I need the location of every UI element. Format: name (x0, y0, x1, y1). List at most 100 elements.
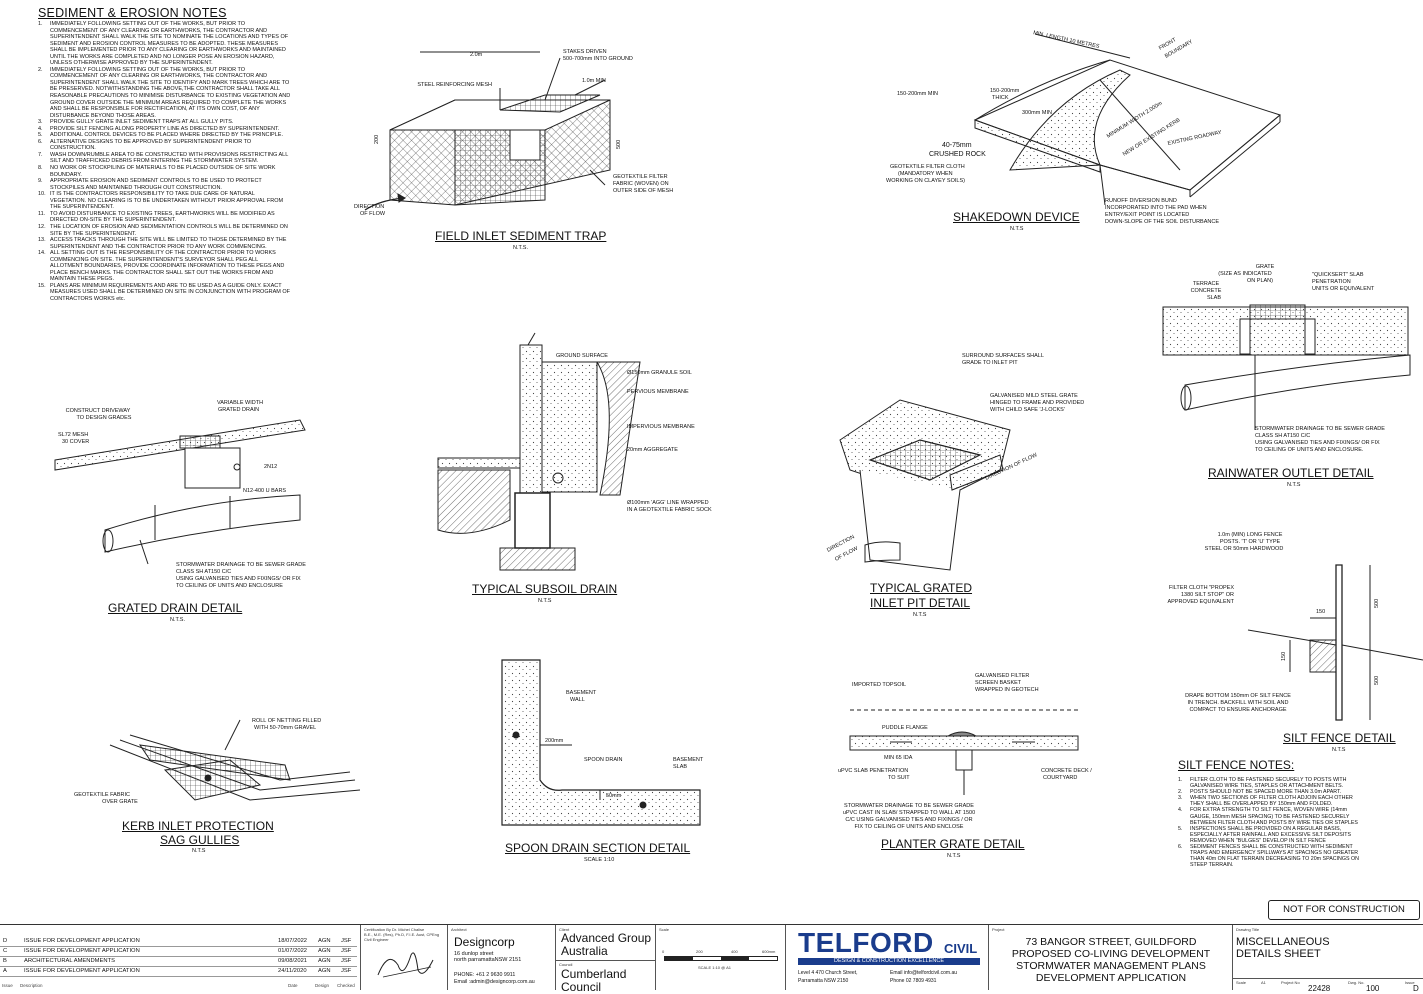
silt-fence-labels: 1.0m (MIN) LONG FENCE POSTS. 'T' OR 'U' … (1167, 532, 1380, 713)
sediment-note-text: PLANS ARE MINIMUM REQUIREMENTS AND ARE T… (50, 282, 282, 289)
gd-n12: 2N12 (264, 464, 277, 470)
pg-cd2: COURTYARD (1043, 775, 1077, 781)
sediment-note-line: SUPERINTENDENT SHALL WALK THE SITE TO NO… (38, 34, 328, 41)
pg-sw1: STORMWATER DRAINAGE TO BE SEWER GRADE (844, 803, 974, 809)
scale-cell: Scale 0 200 400 600mm SCALE 1:10 @ A1 (655, 925, 785, 990)
spoon-labels: BASEMENT WALL 200mm SPOON DRAIN BASEMENT… (545, 690, 704, 799)
sediment-note-line: SILT AND TRAFFICKED DEBRIS FROM ENTERING… (38, 158, 328, 165)
sd-bund3: ENTRY/EXIT POINT IS LOCATED (1105, 212, 1189, 218)
kerb-inlet-scale: N.T.S (192, 848, 206, 854)
sediment-note-line: CONTRACTORS WORKS etc. (38, 296, 328, 303)
subsoil-title: TYPICAL SUBSOIL DRAIN (472, 582, 618, 596)
shakedown-labels: MIN. LENGTH 10 METRES FRONT BOUNDARY 150… (886, 30, 1223, 225)
silt-note-number: 2. (1178, 789, 1183, 796)
rw-terr3: SLAB (1207, 295, 1221, 301)
sediment-note-text: PROVIDE GULLY GRATE INLET SEDIMENT TRAPS… (50, 119, 234, 126)
sd-bund1: RUNOFF DIVERSION BUND (1105, 198, 1177, 204)
silt-note-text: GAUGE, 150mm MESH SPACING) TO BE FASTENE… (1190, 813, 1350, 820)
fi-h500: 500 (616, 140, 622, 149)
sediment-note-text: UNLESS OTHERWISE APPROVED BY THE SUPERIN… (50, 60, 213, 67)
revision-desc: ISSUE FOR DEVELOPMENT APPLICATION (24, 938, 140, 944)
sediment-note-line: 10.IT IS THE CONTRACTORS RESPONSIBILITY … (38, 191, 328, 198)
sediment-note-number: 1. (38, 21, 43, 27)
sediment-note-number: 9. (38, 178, 43, 185)
sp-bw2: WALL (570, 697, 585, 703)
ss-impervious: IMPERVIOUS MEMBRANE (627, 424, 695, 430)
sediment-note-line: UNLESS OTHERWISE APPROVED BY THE SUPERIN… (38, 60, 328, 67)
sediment-note-line: 7.WASH DOWN/RUMBLE AREA TO BE CONSTRUCTE… (38, 152, 328, 159)
sp-bw1: BASEMENT (566, 690, 597, 696)
silt-note-text: FOR EXTRA STRENGTH TO SILT FENCE, WOVEN … (1190, 807, 1348, 814)
foot-project-no-label: Project No (1281, 980, 1300, 985)
kerb-inlet-labels: ROLL OF NETTING FILLED WITH 50-70mm GRAV… (74, 718, 321, 805)
sd-min150: 150-200mm MIN (897, 91, 938, 97)
sediment-note-text: SEDIMENT AND EROSION CONTROL MEASURES TO… (50, 40, 278, 47)
sediment-note-line: 2.IMMEDIATELY FOLLOWING SETTING OUT OF T… (38, 67, 328, 74)
rw-qs1: "QUICKSERT" SLAB (1312, 272, 1364, 278)
kerb-inlet-title-2: SAG GULLIES (160, 833, 240, 847)
ss-agg1: Ø100mm 'AGG' LINE WRAPPED (627, 500, 709, 506)
sediment-note-number: 8. (38, 165, 43, 172)
project-lines: 73 BANGOR STREET, GUILDFORD PROPOSED CO-… (989, 936, 1233, 984)
sediment-note-text: DISTURBANCE BEYOND THOSE AREAS. (50, 112, 156, 119)
revision-rev: B (3, 958, 7, 964)
sediment-note-line: DISTURBANCE BEYOND THOSE AREAS. (38, 113, 328, 120)
sediment-note-number: 11. (38, 210, 46, 217)
sd-geo2: (MANDATORY WHEN (898, 171, 953, 177)
grated-inlet-scale: N.T.S (913, 612, 927, 618)
sediment-note-text: ALTERNATIVE DESIGNS TO BE APPROVED BY SU… (50, 138, 252, 145)
sediment-note-line: SUPERINTENDENT AND THE CONTRACTOR PRIOR … (38, 244, 328, 251)
sediment-note-text: SITE BY THE SUPERINTENDENT. (50, 230, 137, 237)
brand-phone: Phone 02 7809 4931 (890, 978, 937, 984)
sf-dr2: IN TRENCH. BACKFILL WITH SOIL AND (1188, 700, 1289, 706)
sediment-note-text: ALL SETTING OUT IS THE RESPONSIBILITY OF… (50, 250, 276, 257)
rw-terr2: CONCRETE (1191, 288, 1222, 294)
silt-note-text: SEDIMENT FENCES SHALL BE CONSTRUCTED WIT… (1190, 844, 1353, 851)
sediment-note-line: DIRECTED ON-SITE BY THE SUPERINTENDENT. (38, 217, 328, 224)
silt-note-line: 1.FILTER CLOTH TO BE FASTENED SECURELY T… (1178, 777, 1393, 783)
silt-note-line: 6.SEDIMENT FENCES SHALL BE CONSTRUCTED W… (1178, 844, 1393, 850)
revision-check: JSF (341, 958, 352, 964)
gd-cd2: TO DESIGN GRADES (77, 415, 132, 421)
sediment-note-line: 8.NO WORK OR STOCKPILING OF MATERIALS TO… (38, 165, 328, 172)
sediment-note-text: THE LOCATION OF EROSION AND SEDIMENTATIO… (50, 223, 288, 230)
sediment-note-line: SEDIMENT AND EROSION CONTROL MEASURES TO… (38, 41, 328, 48)
pg-gf3: WRAPPED IN GEOTECH (975, 687, 1039, 693)
fi-width: 2.0m (470, 52, 483, 58)
sediment-note-line: STOCKPILES AND MAINTAINED THROUGH OUT CO… (38, 185, 328, 192)
brand-cell: TELFORD CIVIL DESIGN & CONSTRUCTION EXCE… (785, 925, 988, 990)
subsoil-scale: N.T.S (538, 598, 552, 604)
sediment-note-text: BE PRESERVED. NOTWITHSTANDING THE ABOVE,… (50, 86, 280, 93)
drawing-title-cell: Drawing Title MISCELLANEOUS DETAILS SHEE… (1232, 925, 1423, 993)
sediment-note-line: COMMENCING ON SITE. THE SUPERINTENDENT'S… (38, 257, 328, 264)
sediment-note-line: 13.ACCESS TRACKS THROUGH THE SITE WILL B… (38, 237, 328, 244)
silt-note-line: 2.POSTS SHOULD NOT BE SPACED MORE THAN 3… (1178, 789, 1393, 795)
sediment-note-line: 9.APPROPRIATE EROSION AND SEDIMENT CONTR… (38, 178, 328, 185)
silt-note-line: TRAPS AND EMERGENCY SPILLWAYS AT SPACING… (1178, 850, 1393, 856)
silt-note-line: 3.WHEN TWO SECTIONS OF FILTER CLOTH ADJO… (1178, 795, 1393, 801)
scale-tick-2: 400 (731, 949, 738, 954)
field-inlet-scale: N.T.S. (513, 245, 528, 251)
field-inlet-drawing (365, 52, 610, 210)
revision-date: 01/07/2022 (278, 948, 308, 954)
sediment-note-text: GROUND COVER OUTSIDE THE MINIMUM AREAS R… (50, 99, 287, 106)
pg-cd1: CONCRETE DECK / (1041, 768, 1092, 774)
sediment-note-line: SUPERINTENDENT SHALL WALK THE SITE TO ID… (38, 80, 328, 87)
ki-r1: ROLL OF NETTING FILLED (252, 718, 321, 724)
sediment-note-line: MEASURES USED SHALL BE DETERMINED ON SIT… (38, 289, 328, 296)
foot-scale-label: Scale (1236, 980, 1247, 985)
silt-note-number: 3. (1178, 795, 1183, 802)
sediment-note-number: 3. (38, 119, 43, 126)
sediment-note-text: BOUNDARY. (50, 171, 82, 178)
sediment-note-line: COMMENCEMENT OF ANY CLEARING OR EARTHWOR… (38, 73, 328, 80)
architect-cell: Architect Designcorp 16 dunlop street no… (447, 925, 555, 990)
sediment-note-line: SHALL BE IMPLEMENTED PRIOR TO ANY CLEARI… (38, 47, 328, 54)
not-for-construction-stamp: NOT FOR CONSTRUCTION (1268, 900, 1420, 920)
sediment-note-line: 5.ADDITIONAL CONTROL DEVICES TO BE PLACE… (38, 132, 328, 139)
revision-date: 24/11/2020 (278, 968, 307, 974)
sediment-note-line: 6.ALTERNATIVE DESIGNS TO BE APPROVED BY … (38, 139, 328, 146)
silt-note-text: THEY SHALL BE OVERLAPPED BY 150mm AND FO… (1190, 801, 1333, 808)
sediment-note-number: 13. (38, 237, 46, 244)
